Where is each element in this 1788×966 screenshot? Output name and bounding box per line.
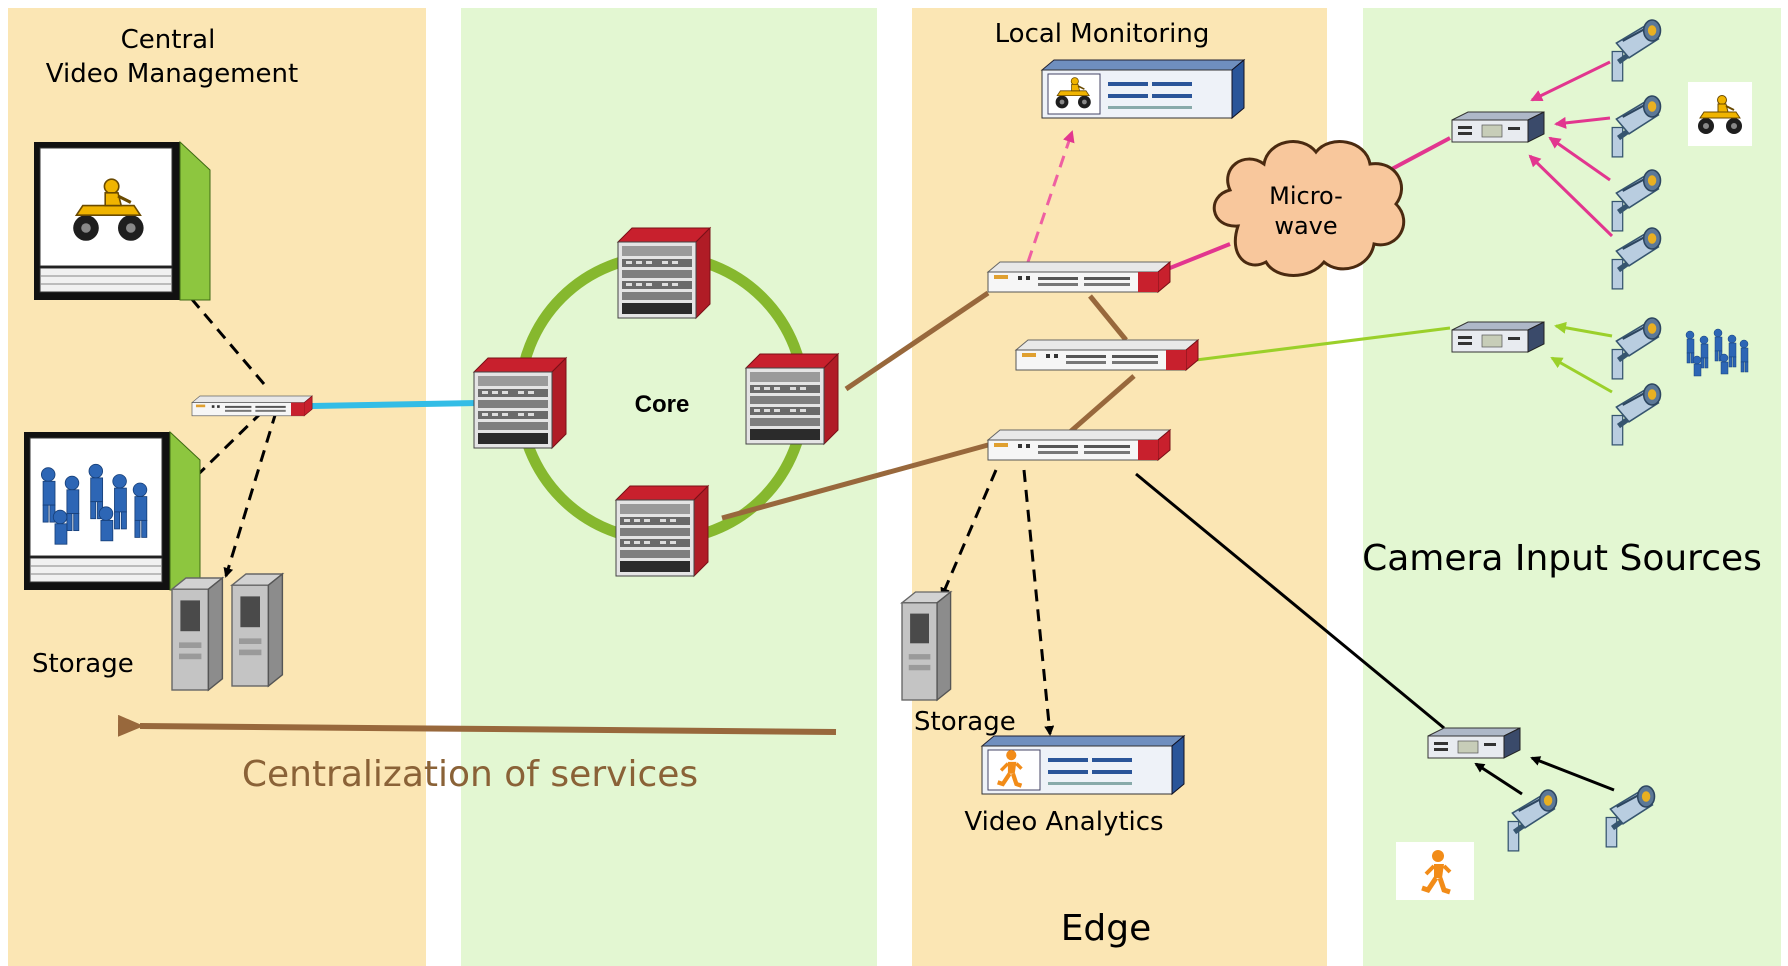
- video-analytics-device: [980, 734, 1186, 796]
- arrow-cam5-encoder2: [1554, 321, 1613, 338]
- arrow-edge-to-analytics: [1022, 469, 1055, 736]
- core-switch-top: [617, 227, 711, 319]
- edge-router-2: [1015, 339, 1199, 371]
- arrow-cam8-encoder3: [1530, 756, 1615, 792]
- link-central-to-core: [311, 400, 479, 409]
- video-analytics-label: Video Analytics: [964, 807, 1163, 837]
- arrow-cam3-encoder1: [1548, 136, 1611, 182]
- encoder-2: [1451, 321, 1545, 353]
- microwave-cloud-icon: [1212, 140, 1406, 277]
- central-video-management-title-line2: Video Management: [46, 59, 298, 89]
- central-storage-label: Storage: [32, 649, 134, 679]
- arrow-cam7-encoder3: [1474, 762, 1523, 796]
- microwave-label-line2: wave: [1274, 212, 1337, 240]
- local-monitoring-label: Local Monitoring: [995, 19, 1210, 49]
- arrow-cam6-encoder2: [1550, 356, 1613, 394]
- arrow-cam4-encoder1: [1528, 154, 1614, 238]
- edge-router-1: [987, 261, 1171, 293]
- centralization-of-services-label: Centralization of services: [242, 754, 698, 795]
- runner-thumbnail: [1396, 842, 1474, 900]
- link-router3-to-encoder-3: [1135, 472, 1445, 730]
- link-microwave-to-encoder-1: [1389, 136, 1451, 172]
- link-router2-to-encoder-2: [1195, 326, 1451, 362]
- link-router1-to-router2: [1088, 294, 1128, 342]
- zone-camera: [1363, 8, 1781, 966]
- arrow-cam1-encoder1: [1530, 60, 1611, 102]
- atv-thumbnail: [1688, 82, 1752, 146]
- camera-input-sources-label: Camera Input Sources: [1362, 538, 1762, 579]
- edge-storage-label: Storage: [914, 707, 1016, 737]
- link-router2-to-router3: [1068, 374, 1136, 434]
- arrow-central-to-monitor: [182, 288, 266, 385]
- encoder-3: [1427, 727, 1521, 759]
- edge-label: Edge: [1061, 908, 1152, 949]
- microwave-label-line1: Micro-: [1269, 182, 1343, 210]
- arrow-edge-to-local-monitoring: [1026, 130, 1075, 263]
- centralization-arrow: [117, 714, 837, 737]
- central-router: [191, 395, 313, 417]
- local-monitoring-device: [1040, 58, 1246, 120]
- core-label: Core: [635, 391, 690, 418]
- encoder-1: [1451, 111, 1545, 143]
- core-switch-bottom: [615, 485, 709, 577]
- link-router1-to-microwave: [1159, 242, 1231, 274]
- core-switch-right: [745, 353, 839, 445]
- arrow-cam2-encoder1: [1554, 116, 1611, 129]
- central-monitor-crowd: [24, 430, 201, 591]
- central-monitor-atv: [34, 140, 211, 301]
- edge-router-3: [987, 429, 1171, 461]
- arrow-central-to-storage: [223, 411, 278, 578]
- edge-storage-server: [901, 591, 952, 701]
- link-core-to-edge-router-1: [844, 290, 990, 392]
- core-switch-left: [473, 357, 567, 449]
- central-video-management-title-line1: Central: [121, 25, 216, 55]
- link-core-to-edge-router-3: [721, 442, 989, 521]
- arrow-edge-to-storage: [940, 469, 998, 598]
